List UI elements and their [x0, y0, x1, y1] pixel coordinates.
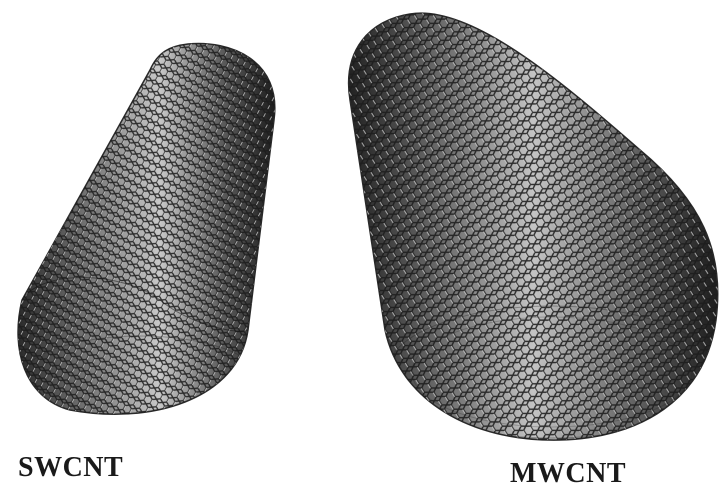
mwcnt-label: MWCNT: [510, 458, 626, 490]
swcnt-label: SWCNT: [18, 452, 123, 484]
mwcnt-body: [330, 0, 723, 460]
